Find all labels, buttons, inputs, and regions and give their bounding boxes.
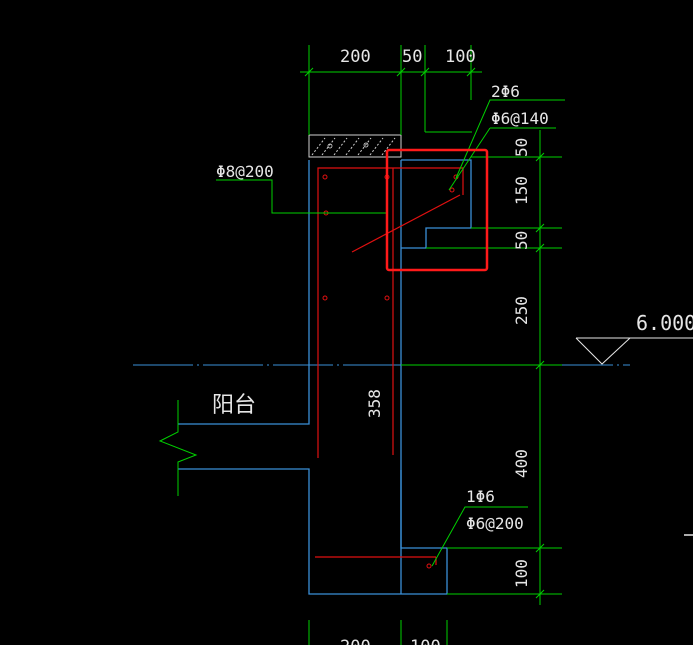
rebar-dots xyxy=(322,174,459,569)
top-dim-50: 50 xyxy=(402,47,422,67)
elevation-marker xyxy=(575,337,693,365)
right-dim-50-mid: 50 xyxy=(512,231,531,250)
right-dim-400: 400 xyxy=(512,449,531,478)
callout-2phi6: 2Φ6 xyxy=(491,82,520,101)
callout-1phi6: 1Φ6 xyxy=(466,487,495,506)
top-dim-100: 100 xyxy=(445,47,476,67)
callout-phi6-200: Φ6@200 xyxy=(466,514,524,533)
bottom-dim-100: 100 xyxy=(410,637,441,645)
top-dim-200: 200 xyxy=(340,47,371,67)
callout-phi8-200: Φ8@200 xyxy=(216,162,274,181)
callout-phi6-140: Φ6@140 xyxy=(491,109,549,128)
highlight-box[interactable] xyxy=(385,148,489,272)
balcony-label: 阳台 xyxy=(212,393,256,418)
right-dim-100: 100 xyxy=(512,559,531,588)
dimension-lines xyxy=(158,45,565,645)
right-dim-50-top: 50 xyxy=(512,138,531,157)
hatched-slab xyxy=(308,134,402,158)
elevation-value: 6.000 xyxy=(636,311,693,335)
right-dim-150: 150 xyxy=(512,176,531,205)
inner-dim-358: 358 xyxy=(365,389,384,418)
right-dim-250: 250 xyxy=(512,296,531,325)
concrete-outline xyxy=(178,159,472,595)
bottom-dim-200: 200 xyxy=(340,637,371,645)
